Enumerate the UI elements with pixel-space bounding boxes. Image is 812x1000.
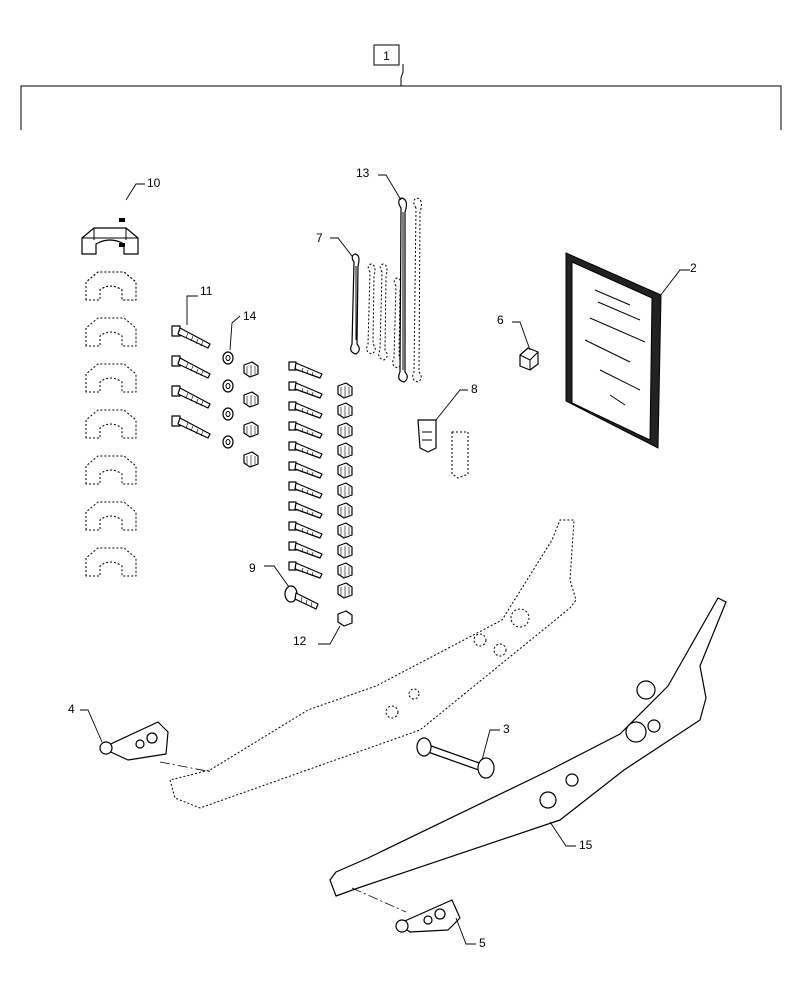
callout-8: 8 (471, 382, 478, 396)
clip: 8 (417, 382, 478, 479)
rail: 15 (329, 597, 727, 897)
callout-2: 2 (690, 261, 697, 275)
callout-7: 7 (316, 231, 323, 245)
callout-9: 9 (249, 561, 256, 575)
callout-14: 14 (243, 309, 257, 323)
callout-5: 5 (479, 936, 486, 950)
callout-11: 11 (200, 284, 213, 298)
callout-3: 3 (503, 722, 510, 736)
instruction-manual: 2 (565, 252, 697, 449)
callout-1: 1 (383, 49, 390, 63)
cap: 6 (497, 313, 539, 371)
callout-4: 4 (68, 702, 75, 716)
callout-10: 10 (147, 176, 161, 190)
callout-13: 13 (356, 166, 370, 180)
kit-brace: 1 (20, 44, 782, 130)
callout-12: 12 (293, 634, 307, 648)
lanyard-set: 7 13 (316, 166, 422, 383)
bolt-column: 11 14 (171, 284, 259, 468)
callout-6: 6 (497, 313, 504, 327)
callout-15: 15 (579, 838, 593, 852)
right-bracket: 5 (395, 899, 486, 950)
ghost-frame (169, 519, 577, 809)
pin: 3 (416, 722, 510, 779)
hardware-column: 9 12 (249, 361, 353, 648)
left-bracket: 4 (68, 702, 169, 761)
bracket-stack: 10 (81, 176, 161, 577)
